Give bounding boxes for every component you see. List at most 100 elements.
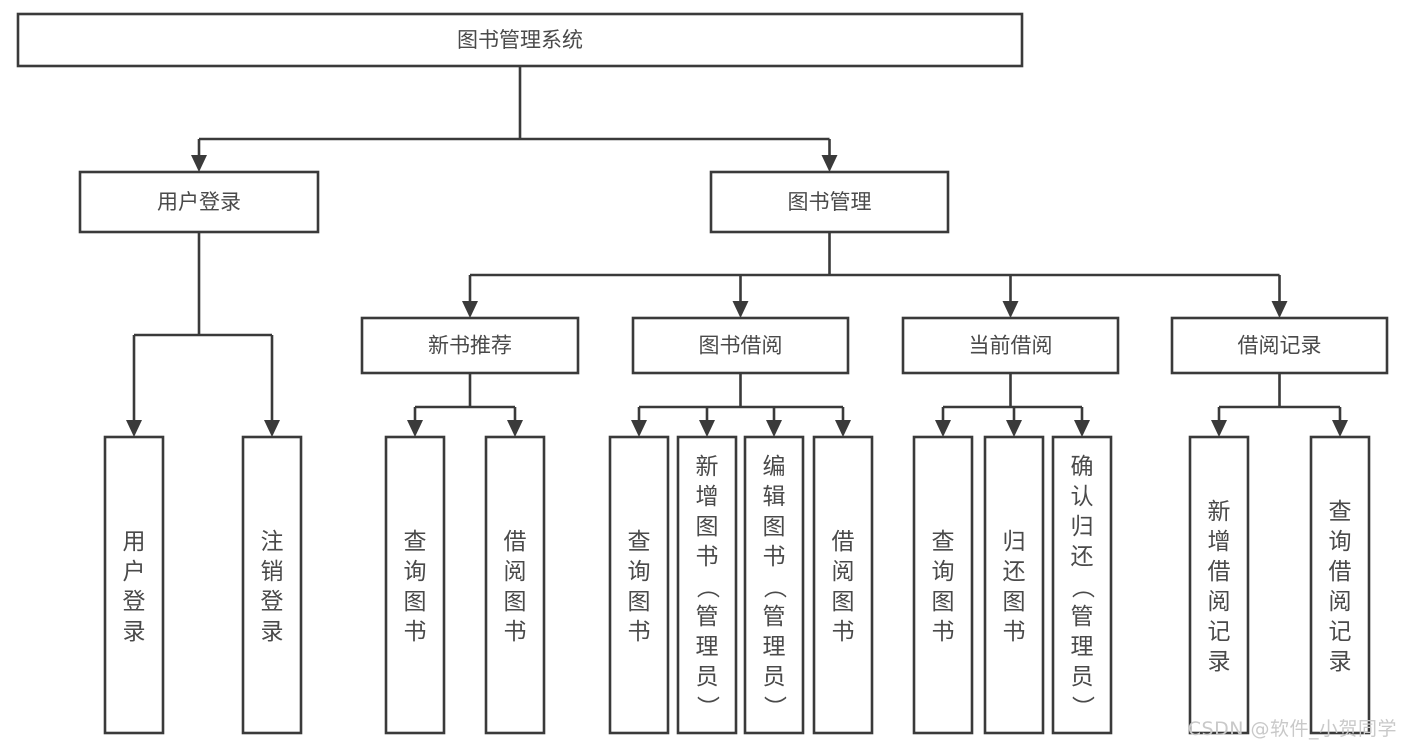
svg-text:询: 询 (404, 559, 427, 585)
arrow-head-icon (407, 420, 423, 437)
svg-text:还: 还 (1071, 544, 1094, 570)
svg-text:书: 书 (932, 619, 955, 645)
node-leaf-借阅图书-7[interactable] (812, 435, 874, 735)
arrow-head-icon (835, 420, 851, 437)
svg-text:询: 询 (628, 559, 651, 585)
node-leaf-注销登录-1[interactable] (241, 435, 303, 735)
arrow-head-icon (1074, 420, 1090, 437)
node-level3-当前借阅[interactable] (901, 316, 1120, 375)
svg-text:）: ） (761, 696, 787, 719)
svg-text:书: 书 (404, 619, 427, 645)
svg-text:借: 借 (832, 529, 855, 555)
svg-text:记: 记 (1329, 619, 1352, 645)
svg-text:图: 图 (404, 589, 427, 615)
node-leaf-借阅图书-3[interactable] (484, 435, 546, 735)
svg-text:查: 查 (628, 529, 651, 555)
svg-text:登: 登 (261, 589, 284, 615)
node-level3-label-3: 借阅记录 (1238, 334, 1322, 358)
svg-text:注: 注 (261, 529, 284, 555)
svg-text:录: 录 (1329, 649, 1352, 675)
svg-text:认: 认 (1071, 484, 1094, 510)
svg-text:阅: 阅 (1329, 589, 1352, 615)
arrow-head-icon (766, 420, 782, 437)
node-leaf-新增借阅记录-11[interactable] (1188, 435, 1250, 735)
arrow-head-icon (191, 155, 207, 172)
svg-text:查: 查 (1329, 499, 1352, 525)
svg-text:销: 销 (261, 559, 284, 585)
node-level3-label-0: 新书推荐 (428, 334, 512, 358)
arrow-head-icon (1332, 420, 1348, 437)
arrow-head-icon (264, 420, 280, 437)
svg-text:登: 登 (123, 589, 146, 615)
node-root-图书管理系统[interactable] (16, 12, 1024, 68)
svg-text:新: 新 (1208, 499, 1231, 525)
connectors-layer (126, 66, 1348, 437)
node-leaf-编辑图书管理员-6[interactable] (743, 435, 805, 735)
arrow-head-icon (1211, 420, 1227, 437)
arrow-head-icon (1002, 301, 1019, 318)
node-leaf-查询图书-8[interactable] (912, 435, 974, 735)
svg-text:书: 书 (1003, 619, 1026, 645)
svg-text:图: 图 (504, 589, 527, 615)
node-level3-图书借阅[interactable] (631, 316, 850, 375)
svg-text:借: 借 (504, 529, 527, 555)
svg-text:归: 归 (1071, 514, 1094, 540)
node-leaf-查询图书-4[interactable] (608, 435, 670, 735)
nodes-layer: 图书管理系统用户登录图书管理新书推荐图书借阅当前借阅借阅记录用户登录注销登录查询… (16, 12, 1389, 735)
svg-text:询: 询 (1329, 529, 1352, 555)
svg-text:记: 记 (1208, 619, 1231, 645)
svg-text:书: 书 (628, 619, 651, 645)
arrow-head-icon (935, 420, 951, 437)
svg-text:还: 还 (1003, 559, 1026, 585)
svg-text:录: 录 (123, 619, 146, 645)
svg-text:增: 增 (1208, 529, 1231, 555)
svg-text:图: 图 (832, 589, 855, 615)
svg-text:图: 图 (1003, 589, 1026, 615)
svg-text:管: 管 (763, 604, 786, 630)
arrow-head-icon (821, 155, 838, 172)
arrow-head-icon (699, 420, 715, 437)
node-leaf-用户登录-0[interactable] (103, 435, 165, 735)
svg-text:员: 员 (1071, 664, 1094, 690)
svg-text:查: 查 (404, 529, 427, 555)
node-level3-label-2: 当前借阅 (969, 334, 1053, 358)
node-level2-图书管理[interactable] (709, 170, 950, 234)
svg-text:借: 借 (1329, 559, 1352, 585)
node-level3-借阅记录[interactable] (1170, 316, 1389, 375)
node-root-label: 图书管理系统 (457, 28, 583, 52)
svg-text:）: ） (694, 696, 720, 719)
svg-text:户: 户 (123, 559, 146, 585)
svg-text:归: 归 (1003, 529, 1026, 555)
svg-text:阅: 阅 (504, 559, 527, 585)
svg-text:图: 图 (696, 514, 719, 540)
node-leaf-查询借阅记录-12[interactable] (1309, 435, 1371, 735)
node-leaf-确认归还管理员-10[interactable] (1051, 435, 1113, 735)
svg-text:查: 查 (932, 529, 955, 555)
node-leaf-新增图书管理员-5[interactable] (676, 435, 738, 735)
svg-text:图: 图 (932, 589, 955, 615)
svg-text:）: ） (1069, 696, 1095, 719)
arrow-head-icon (126, 420, 142, 437)
arrow-head-icon (1271, 301, 1288, 318)
svg-text:编: 编 (763, 454, 786, 480)
node-level3-新书推荐[interactable] (360, 316, 580, 375)
svg-text:用: 用 (123, 529, 146, 555)
svg-text:理: 理 (696, 634, 719, 660)
node-level2-用户登录[interactable] (78, 170, 320, 234)
node-leaf-查询图书-2[interactable] (384, 435, 446, 735)
svg-text:书: 书 (504, 619, 527, 645)
svg-text:图: 图 (628, 589, 651, 615)
svg-text:确: 确 (1071, 454, 1094, 480)
svg-text:管: 管 (696, 604, 719, 630)
node-level2-label-1: 图书管理 (788, 190, 872, 214)
arrow-head-icon (732, 301, 749, 318)
node-leaf-归还图书-9[interactable] (983, 435, 1045, 735)
svg-text:书: 书 (832, 619, 855, 645)
